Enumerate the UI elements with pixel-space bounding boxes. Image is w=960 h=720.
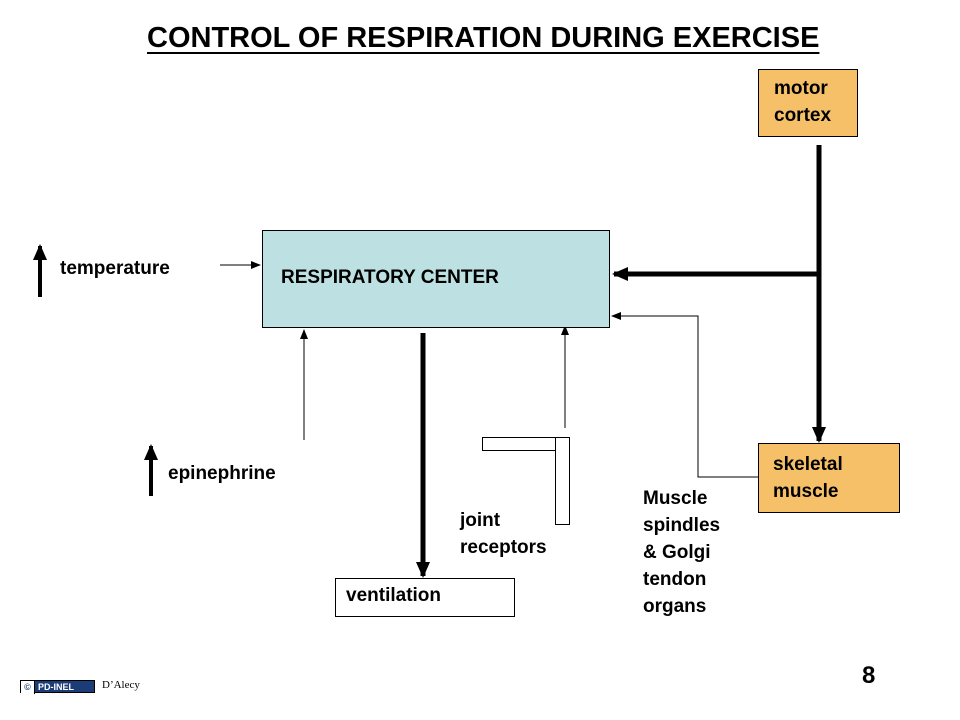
- spindles-label: Muscle spindles & Golgi tendon organs: [643, 485, 720, 620]
- muscle-feedback-arrow: [611, 312, 758, 478]
- page-number: 8: [862, 662, 876, 689]
- joint-receptors-line: receptors: [460, 537, 547, 558]
- joint-receptors-label: joint receptors: [460, 507, 547, 561]
- license-badge-text: PD-INEL: [38, 682, 74, 692]
- spindles-line: & Golgi: [643, 542, 711, 563]
- spindles-line: organs: [643, 596, 707, 617]
- ventilation-box: ventilation: [335, 578, 515, 617]
- author-credit: D’Alecy: [102, 679, 140, 691]
- spindles-line: spindles: [643, 515, 721, 536]
- motor-cortex-box: motor cortex: [758, 69, 858, 137]
- license-badge: ©PD-INEL: [20, 680, 95, 694]
- copyright-icon: ©: [21, 681, 35, 694]
- joint-receptors-line: joint: [460, 510, 501, 531]
- ventilation-label: ventilation: [346, 585, 442, 606]
- spindles-line: Muscle: [643, 488, 708, 509]
- motor-cortex-label: motor cortex: [774, 78, 832, 126]
- temperature-label: temperature: [60, 258, 170, 279]
- skeletal-muscle-box: skeletal muscle: [758, 443, 900, 513]
- skeletal-muscle-label: skeletal muscle: [773, 454, 843, 502]
- spindles-line: tendon: [643, 569, 707, 590]
- respiratory-center-box: RESPIRATORY CENTER: [262, 230, 610, 328]
- page-title: CONTROL OF RESPIRATION DURING EXERCISE: [147, 22, 820, 54]
- respiratory-center-label: RESPIRATORY CENTER: [281, 267, 499, 288]
- joint-receptor-vertical-bar: [555, 437, 570, 525]
- epinephrine-label: epinephrine: [168, 463, 276, 484]
